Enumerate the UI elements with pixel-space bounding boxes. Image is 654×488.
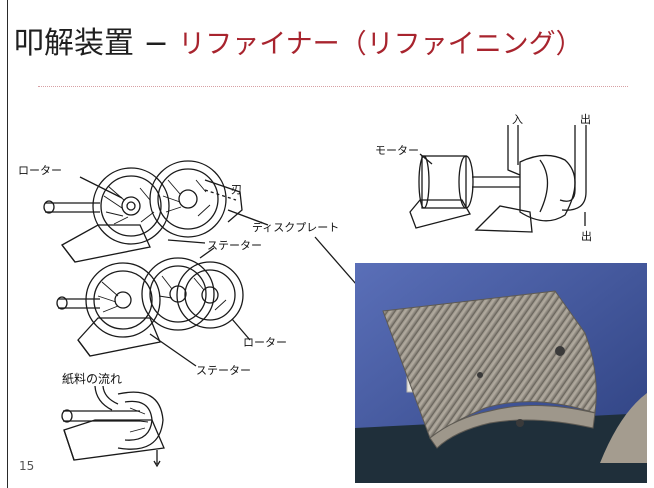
left-frame-bar (0, 0, 8, 488)
label-motor: モーター (375, 144, 419, 157)
refiner-plate-photo (355, 263, 647, 483)
label-outlet-bottom: 出 (581, 230, 592, 243)
label-stator-bottom: ステーター (196, 364, 251, 377)
refiner-plate-photo-drawing (355, 263, 647, 483)
slide-title: 叩解装置 − リファイナー（リファイニング） (14, 24, 583, 65)
label-inlet: 入 (512, 113, 523, 126)
label-rotor-top: ローター (18, 164, 62, 177)
flow-refiner-bottom (61, 385, 165, 468)
label-rotor-bottom: ローター (243, 336, 287, 349)
double-disc-refiner-top (43, 160, 269, 263)
title-divider (38, 86, 628, 87)
label-stock-flow: 紙料の流れ (62, 372, 123, 386)
triple-disc-refiner-middle (56, 247, 251, 367)
title-main: 叩解装置 − (14, 26, 179, 61)
title-sub: リファイナー（リファイニング） (178, 29, 583, 60)
label-outlet-top: 出 (580, 113, 591, 126)
label-disc-plate: ディスクプレート (252, 221, 340, 234)
single-disc-refiner-with-motor (314, 125, 587, 293)
page-number: 15 (19, 459, 35, 473)
label-blade: 刃 (231, 183, 242, 196)
label-stator-middle: ステーター (207, 239, 262, 252)
